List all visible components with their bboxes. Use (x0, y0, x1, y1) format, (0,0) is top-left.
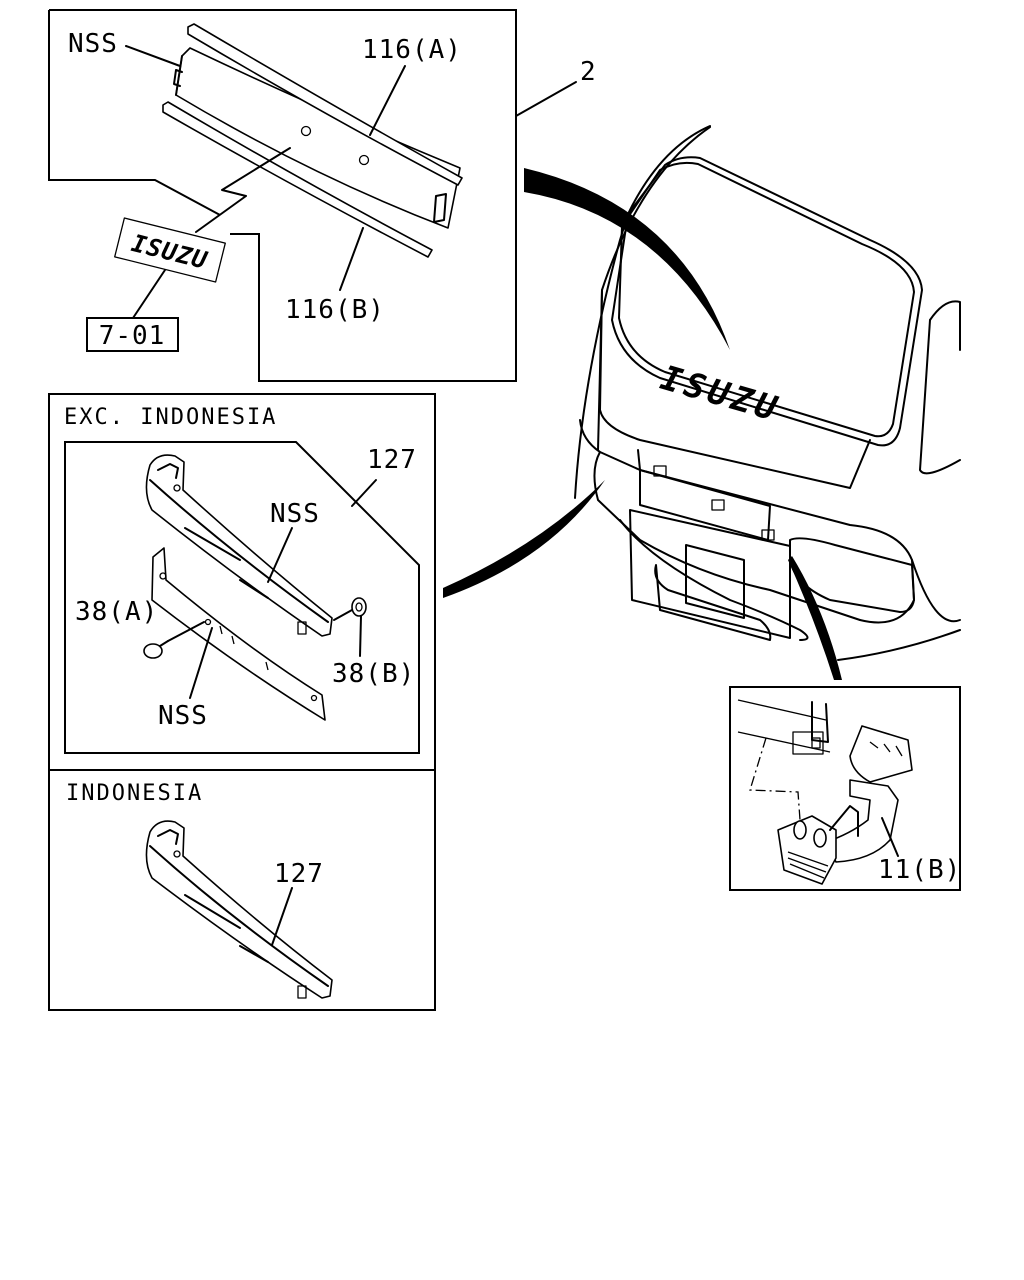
label-127-exc: 127 (367, 445, 417, 475)
moulding-116a (187, 23, 463, 186)
bracket-nss-exc (151, 547, 326, 721)
label-exc-indonesia: EXC. INDONESIA (64, 405, 277, 430)
leader-127-indonesia (271, 887, 293, 946)
clip-38b (333, 597, 367, 657)
label-nss-upper: NSS (270, 499, 320, 529)
label-116a: 116(A) (362, 35, 462, 65)
vehicle-isuzu-logo: ISUZU (656, 358, 785, 430)
label-127-indonesia: 127 (274, 859, 324, 889)
clip-38a (143, 621, 205, 659)
top-leaders (125, 45, 577, 319)
pointer-arrows (443, 168, 842, 680)
detail-11b-clip (737, 699, 913, 885)
exc-leaders (189, 479, 377, 699)
label-nss-lower: NSS (158, 701, 208, 731)
indonesia-frame (48, 769, 436, 1011)
bar-127-indonesia (145, 820, 333, 999)
isuzu-emblem: ISUZU (114, 217, 226, 283)
top-detail-frame (48, 9, 517, 382)
label-11b: 11(B) (878, 855, 961, 885)
bar-127-exc (145, 454, 333, 637)
label-38a: 38(A) (75, 597, 158, 627)
svg-text:ISUZU: ISUZU (656, 358, 785, 430)
label-7-01: 7-01 (99, 321, 166, 351)
label-2: 2 (580, 57, 597, 87)
grille-panel (173, 47, 461, 229)
reference-box-7-01: 7-01 (86, 317, 179, 352)
detail-11b-frame (729, 686, 961, 891)
label-indonesia: INDONESIA (66, 781, 203, 806)
vehicle-front: ISUZU (574, 125, 961, 661)
label-38b: 38(B) (332, 659, 415, 689)
leader-11b (881, 817, 899, 857)
label-nss-top: NSS (68, 29, 118, 59)
moulding-116b (162, 101, 433, 258)
label-116b: 116(B) (285, 295, 385, 325)
